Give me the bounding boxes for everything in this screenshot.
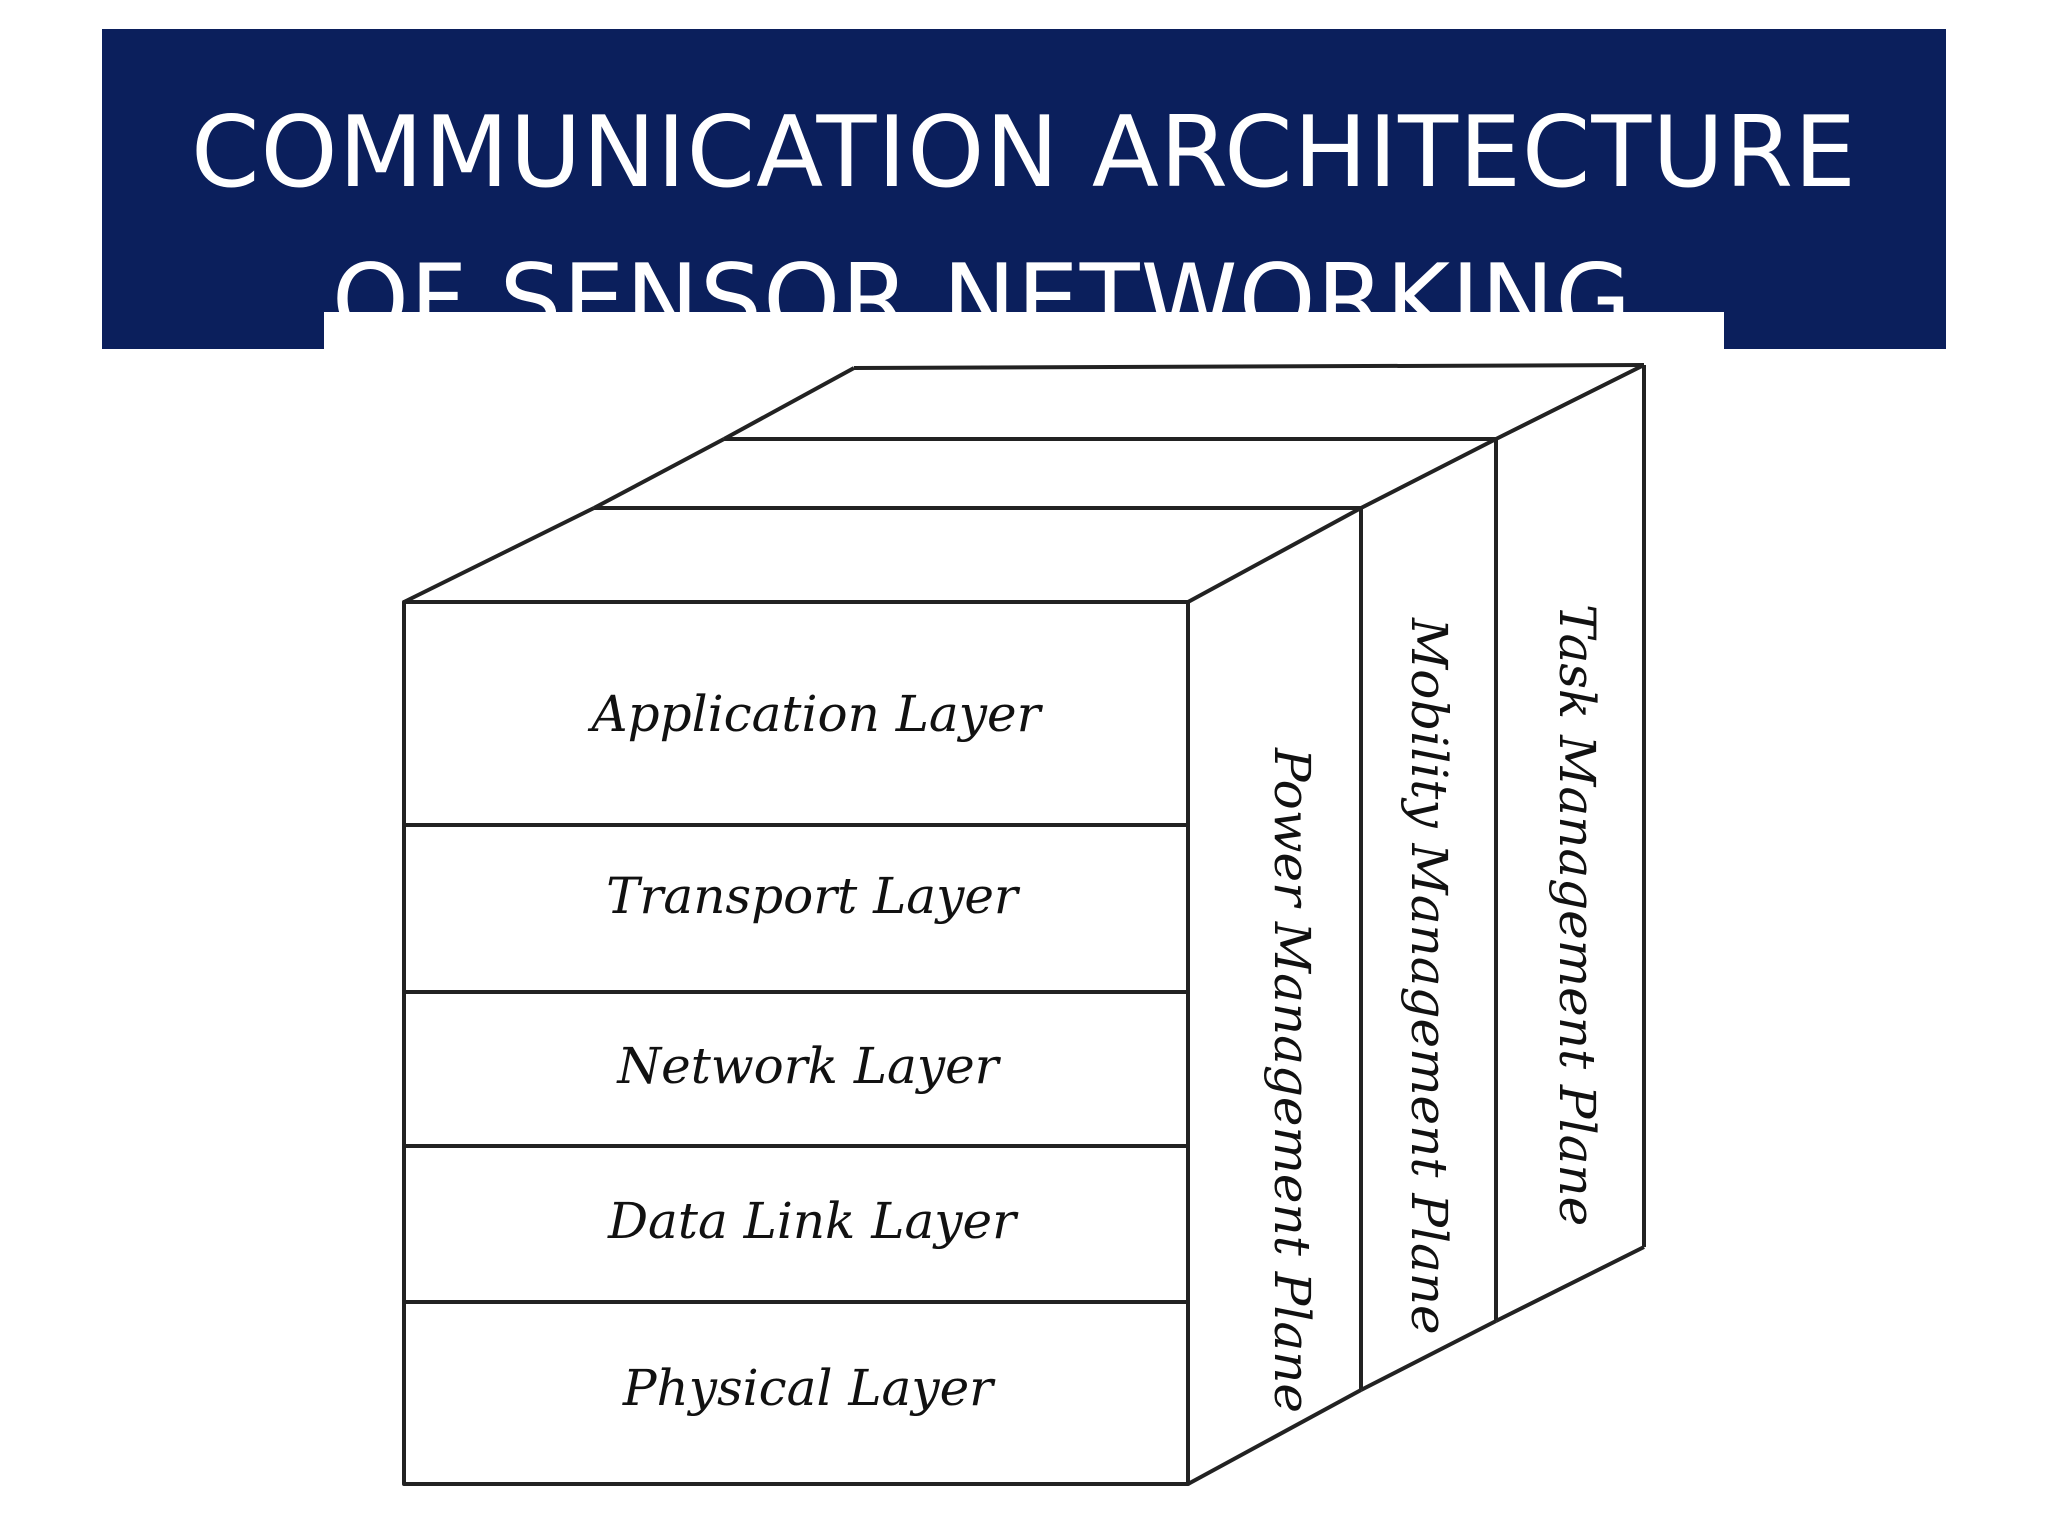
top-left-edge-2	[593, 437, 725, 510]
task-plane-top-edge	[1495, 363, 1645, 441]
cube-outline	[402, 363, 1646, 1486]
power-plane-bottom-edge	[1187, 1388, 1362, 1486]
title-banner: COMMUNICATION ARCHITECTURE OF SENSOR NET…	[102, 29, 1946, 358]
layer-label-application: Application Layer	[588, 685, 1044, 743]
top-left-edge-1	[403, 506, 595, 604]
power-plane-top-edge	[1187, 506, 1362, 604]
mobility-plane-bottom-edge	[1360, 1319, 1497, 1392]
plane-label-mobility: Mobility Management Plane	[1400, 617, 1458, 1335]
layer-label-physical: Physical Layer	[622, 1359, 996, 1417]
layer-label-transport: Transport Layer	[606, 867, 1021, 925]
top-left-edge-3	[723, 366, 855, 441]
layer-label-network: Network Layer	[616, 1037, 1001, 1095]
task-plane-bottom-edge	[1495, 1245, 1645, 1323]
plane-label-task: Task Management Plane	[1548, 604, 1606, 1226]
top-back-edge	[853, 363, 1645, 370]
layer-label-data-link: Data Link Layer	[607, 1192, 1019, 1250]
diagram-panel: Application Layer Transport Layer Networ…	[324, 312, 1724, 1536]
mobility-plane-top-edge	[1360, 437, 1497, 510]
architecture-cube-diagram: Application Layer Transport Layer Networ…	[402, 363, 1646, 1486]
title-line-1: COMMUNICATION ARCHITECTURE	[191, 96, 1857, 210]
front-face	[402, 600, 1190, 1486]
plane-label-power: Power Management Plane	[1263, 747, 1321, 1413]
